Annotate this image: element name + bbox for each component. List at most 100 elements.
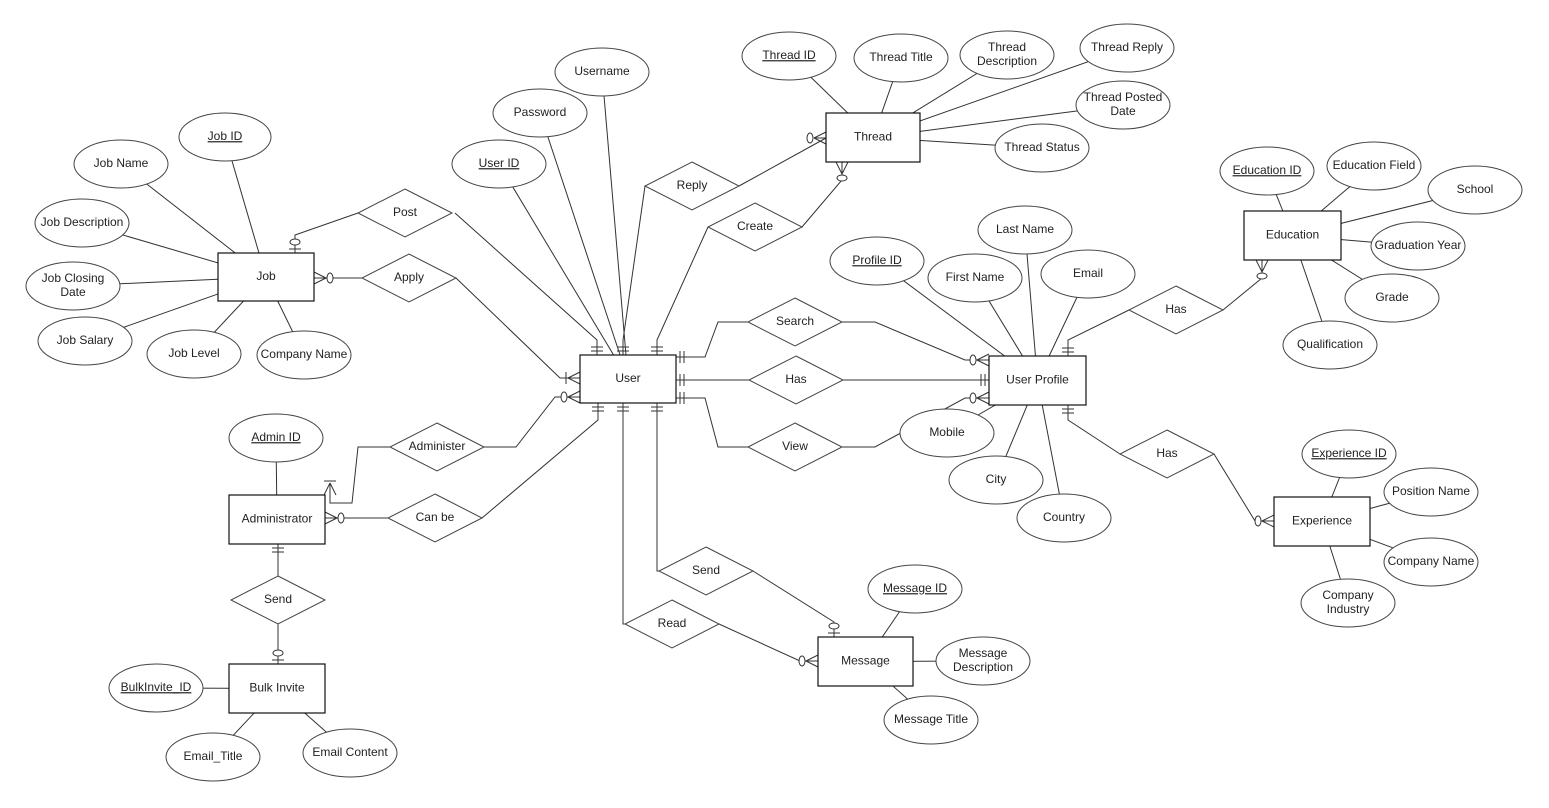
attribute-exp_company[interactable]: Company Name — [1383, 537, 1479, 587]
attribute-job_level[interactable]: Job Level — [146, 329, 242, 379]
attribute-label-line: Job Closing — [42, 271, 105, 285]
relationship-has_education[interactable]: Has — [1127, 285, 1225, 335]
attribute-ellipse — [1383, 537, 1479, 587]
entity-label: User Profile — [1006, 373, 1069, 387]
entity-bulkinvite[interactable]: Bulk Invite — [228, 663, 326, 714]
relationship-label: Apply — [394, 270, 424, 284]
entity-user[interactable]: User — [579, 354, 677, 404]
attribute-email[interactable]: Email — [1040, 249, 1136, 299]
attribute-user_id[interactable]: User ID — [451, 139, 547, 189]
attribute-job_company[interactable]: Company Name — [256, 330, 352, 380]
relationship-search[interactable]: Search — [746, 297, 844, 347]
attribute-grad_year[interactable]: Graduation Year — [1370, 221, 1466, 271]
attribute-ellipse — [25, 261, 121, 311]
attribute-admin_id[interactable]: Admin ID — [228, 413, 324, 463]
attribute-profile_id[interactable]: Profile ID — [829, 236, 925, 286]
relationship-administer[interactable]: Administer — [388, 422, 486, 472]
attribute-qualification[interactable]: Qualification — [1282, 320, 1378, 370]
entity-thread[interactable]: Thread — [825, 112, 921, 163]
attribute-education_field[interactable]: Education Field — [1326, 141, 1422, 191]
entity-label: Bulk Invite — [249, 681, 305, 695]
attribute-job_name[interactable]: Job Name — [73, 139, 169, 189]
entity-education[interactable]: Education — [1243, 210, 1342, 261]
attribute-message_title[interactable]: Message Title — [883, 695, 979, 745]
relationship-post[interactable]: Post — [356, 188, 454, 238]
relationship-send_invite[interactable]: Send — [229, 575, 327, 625]
relationship-can_be[interactable]: Can be — [386, 493, 484, 543]
attribute-bulkinvite_id[interactable]: BulkInvite_ID — [108, 663, 204, 713]
attribute-label: Thread Reply — [1091, 40, 1163, 54]
relationship-read[interactable]: Read — [623, 599, 721, 649]
attribute-label-line: Message — [959, 646, 1008, 660]
attribute-first_name[interactable]: First Name — [927, 253, 1023, 303]
entity-job[interactable]: Job — [217, 252, 315, 302]
attribute-ellipse — [1075, 80, 1171, 130]
attribute-email_title[interactable]: Email_Title — [165, 732, 261, 782]
attribute-label: Country — [1043, 510, 1085, 524]
attribute-job_desc[interactable]: Job Description — [34, 198, 130, 248]
attribute-country[interactable]: Country — [1016, 493, 1112, 543]
relationship-send_message[interactable]: Send — [657, 546, 755, 596]
entity-box — [579, 354, 677, 404]
attribute-connector-user_id — [498, 163, 629, 380]
attribute-label: Job Description — [41, 215, 124, 229]
relationship-apply[interactable]: Apply — [360, 253, 458, 303]
relationship-label: Send — [264, 592, 292, 606]
attribute-thread_title[interactable]: Thread Title — [853, 33, 949, 83]
relationship-diamond — [643, 161, 741, 211]
attribute-ellipse — [1326, 141, 1422, 191]
attribute-job_id[interactable]: Job ID — [178, 112, 272, 162]
attribute-job_salary[interactable]: Job Salary — [37, 316, 133, 366]
relationship-has_profile[interactable]: Has — [747, 355, 845, 405]
attribute-last_name[interactable]: Last Name — [977, 205, 1073, 255]
cardinality-zero-one-mark — [828, 622, 840, 634]
attribute-mobile[interactable]: Mobile — [899, 408, 995, 458]
attribute-message_id[interactable]: Message ID — [867, 564, 963, 614]
attribute-education_id[interactable]: Education ID — [1219, 146, 1315, 196]
entity-label: Job — [256, 269, 276, 283]
relationship-view[interactable]: View — [746, 422, 844, 472]
entity-userprofile[interactable]: User Profile — [988, 355, 1087, 406]
relationship-label: Read — [658, 616, 687, 630]
attribute-label: Message Title — [894, 712, 968, 726]
relationship-label: View — [782, 439, 808, 453]
attribute-password[interactable]: Password — [492, 88, 588, 138]
relationship-create[interactable]: Create — [706, 202, 804, 252]
attribute-label: Password — [514, 105, 567, 119]
attribute-position_name[interactable]: Position Name — [1383, 467, 1479, 517]
attribute-ellipse — [554, 47, 650, 97]
attribute-thread_reply[interactable]: Thread Reply — [1079, 23, 1175, 73]
attribute-label-line: Industry — [1327, 602, 1370, 616]
attribute-ellipse — [1079, 23, 1175, 73]
attribute-ellipse — [228, 413, 324, 463]
attribute-ellipse — [1016, 493, 1112, 543]
entity-administrator[interactable]: Administrator — [228, 494, 326, 545]
attribute-thread_status[interactable]: Thread Status — [994, 123, 1090, 173]
relationship-reply[interactable]: Reply — [643, 161, 741, 211]
attribute-label: Qualification — [1297, 337, 1363, 351]
attribute-school[interactable]: School — [1427, 165, 1523, 215]
attribute-label: Grade — [1375, 290, 1409, 304]
attribute-experience_id[interactable]: Experience ID — [1301, 429, 1397, 479]
attribute-label: City — [986, 472, 1007, 486]
relationship-has_experience[interactable]: Has — [1118, 429, 1216, 479]
entity-message[interactable]: Message — [817, 636, 914, 687]
attribute-username[interactable]: Username — [554, 47, 650, 97]
attribute-label: School — [1457, 182, 1494, 196]
relationship-connector-apply-from — [455, 277, 580, 379]
entity-experience[interactable]: Experience — [1273, 496, 1371, 547]
attribute-email_content[interactable]: Email Content — [302, 728, 398, 778]
attribute-grade[interactable]: Grade — [1344, 273, 1440, 323]
cardinality-one-mark — [617, 406, 629, 412]
attribute-thread_id[interactable]: Thread ID — [741, 31, 837, 81]
attribute-city[interactable]: City — [948, 455, 1044, 505]
cardinality-zero-many-mark — [313, 271, 334, 285]
relationship-connector-has_experience-from — [1067, 405, 1121, 455]
